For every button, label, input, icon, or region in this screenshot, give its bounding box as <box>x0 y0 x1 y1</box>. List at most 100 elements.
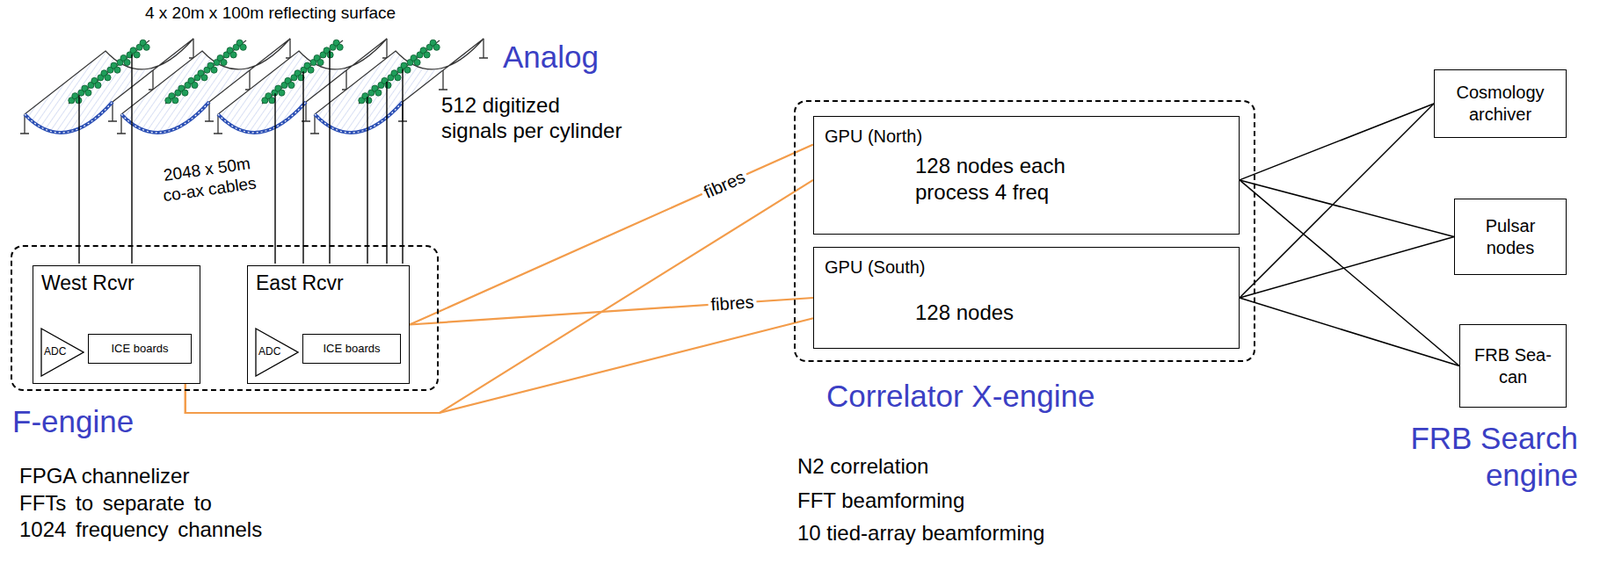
reflector-rim-mesh <box>314 101 403 133</box>
backend-box: FRB Sea-can <box>1459 324 1567 408</box>
box-title: Pulsar nodes <box>1461 215 1559 260</box>
engine-title: F-engine <box>12 402 134 442</box>
feed-antenna <box>201 74 208 81</box>
coax-cables <box>79 50 403 264</box>
feed-antenna <box>172 97 179 104</box>
gpu-box: GPU (North) 128 nodes each process 4 freq <box>813 116 1240 235</box>
data-link <box>1239 180 1460 367</box>
feed-line <box>165 40 247 104</box>
group-box: Correlator X-engineN2 correlationFFT bea… <box>793 100 1256 363</box>
coax-cable <box>274 93 276 264</box>
fibre-link <box>409 144 814 325</box>
feed-antenna <box>143 43 150 51</box>
feed-antenna <box>230 51 237 59</box>
engine-note: 10 tied-array beamforming <box>797 520 1045 547</box>
feed-antenna <box>94 81 102 88</box>
feed-antenna <box>114 66 121 73</box>
reflector-rim <box>121 101 210 133</box>
amplifier-symbol <box>41 328 84 377</box>
feed-antenna <box>433 43 440 51</box>
box-title: GPU (South) <box>824 256 925 279</box>
feed-antenna <box>181 89 189 96</box>
feed-antenna <box>191 81 198 88</box>
note-label: 512 digitized signals per cylinder <box>441 93 628 145</box>
backend-box: Cosmology archiver <box>1433 69 1567 139</box>
feed-antenna <box>375 89 382 96</box>
feed-antenna <box>288 81 295 88</box>
box-body: 128 nodes <box>915 299 1014 327</box>
feed-antenna <box>220 58 227 66</box>
box-title: GPU (North) <box>824 125 923 148</box>
receiver-box: East RcvrADC ICE boards <box>247 265 410 385</box>
box-title: Cosmology archiver <box>1441 81 1559 126</box>
adc-triangle: ADC <box>254 327 299 378</box>
engine-note: N2 correlation <box>797 453 929 480</box>
backend-box: Pulsar nodes <box>1454 198 1567 276</box>
feed-line <box>261 40 343 104</box>
cylinder-group <box>20 38 488 134</box>
data-link <box>1239 180 1455 238</box>
box-body: 128 nodes each process 4 freq <box>915 152 1118 206</box>
feed-antenna <box>210 66 218 73</box>
reflector-rim-mesh <box>121 101 210 133</box>
reflector-rim <box>314 101 403 133</box>
board-box: ICE boards <box>302 334 401 364</box>
feed-antenna <box>394 74 401 81</box>
board-label: ICE boards <box>322 341 380 357</box>
feed-antenna <box>365 97 372 104</box>
adc-triangle: ADC <box>40 327 85 378</box>
reflector-rim <box>24 101 113 133</box>
feed-line <box>358 40 440 104</box>
data-link <box>1239 103 1434 299</box>
engine-note: FFT beamforming <box>797 487 965 515</box>
feed-antenna <box>404 66 411 73</box>
group-box: F-engineFPGA channelizerFFTs to separate… <box>10 245 439 392</box>
coax-cable <box>78 95 80 264</box>
data-link <box>1239 103 1434 181</box>
triangle-outline <box>40 327 85 378</box>
fibre-link <box>185 318 814 414</box>
edge-label: fibres <box>698 165 750 203</box>
fibre-link <box>185 180 814 414</box>
cable-label: 2048 x 50m co-ax cables <box>153 152 262 208</box>
feed-antenna <box>240 43 247 51</box>
feed-antenna <box>123 58 131 66</box>
section-title: FRB Search engine <box>1362 420 1579 495</box>
edge-label: fibres <box>707 291 757 315</box>
cylinder-reflector <box>310 38 488 134</box>
coax-cable <box>302 71 304 264</box>
coax-cable <box>401 69 403 264</box>
engine-note: FPGA channelizer <box>19 463 190 490</box>
feed-line <box>68 40 150 104</box>
reflecting-surface <box>314 38 484 133</box>
coax-cable <box>130 54 132 264</box>
box-title: FRB Sea-can <box>1467 344 1559 389</box>
reflector-rim <box>218 101 306 133</box>
box-title: East Rcvr <box>255 270 401 297</box>
feed-antenna <box>278 89 285 96</box>
feed-antenna <box>414 58 421 66</box>
data-link <box>1239 237 1455 299</box>
feed-antenna <box>104 74 111 81</box>
board-label: ICE boards <box>110 341 168 357</box>
adc-label: ADC <box>258 345 281 359</box>
fibre-link <box>409 298 814 326</box>
feed-antenna <box>423 51 430 59</box>
board-box: ICE boards <box>87 334 192 364</box>
coax-cable <box>366 96 368 264</box>
coax-cable <box>385 81 387 264</box>
feed-antenna <box>317 58 324 66</box>
caption-label: 4 x 20m x 100m reflecting surface <box>145 3 396 24</box>
feed-antenna <box>133 51 140 59</box>
feed-antenna <box>385 81 392 88</box>
feed-antenna <box>85 89 92 96</box>
receiver-box: West RcvrADC ICE boards <box>32 265 201 385</box>
feed-antenna <box>307 66 314 73</box>
box-title: West Rcvr <box>41 270 192 297</box>
amplifier-symbol <box>255 328 299 377</box>
coax-cable <box>328 50 330 264</box>
reflector-rim-mesh <box>24 101 113 133</box>
adc-label: ADC <box>43 345 66 359</box>
feed-antenna <box>269 97 276 104</box>
